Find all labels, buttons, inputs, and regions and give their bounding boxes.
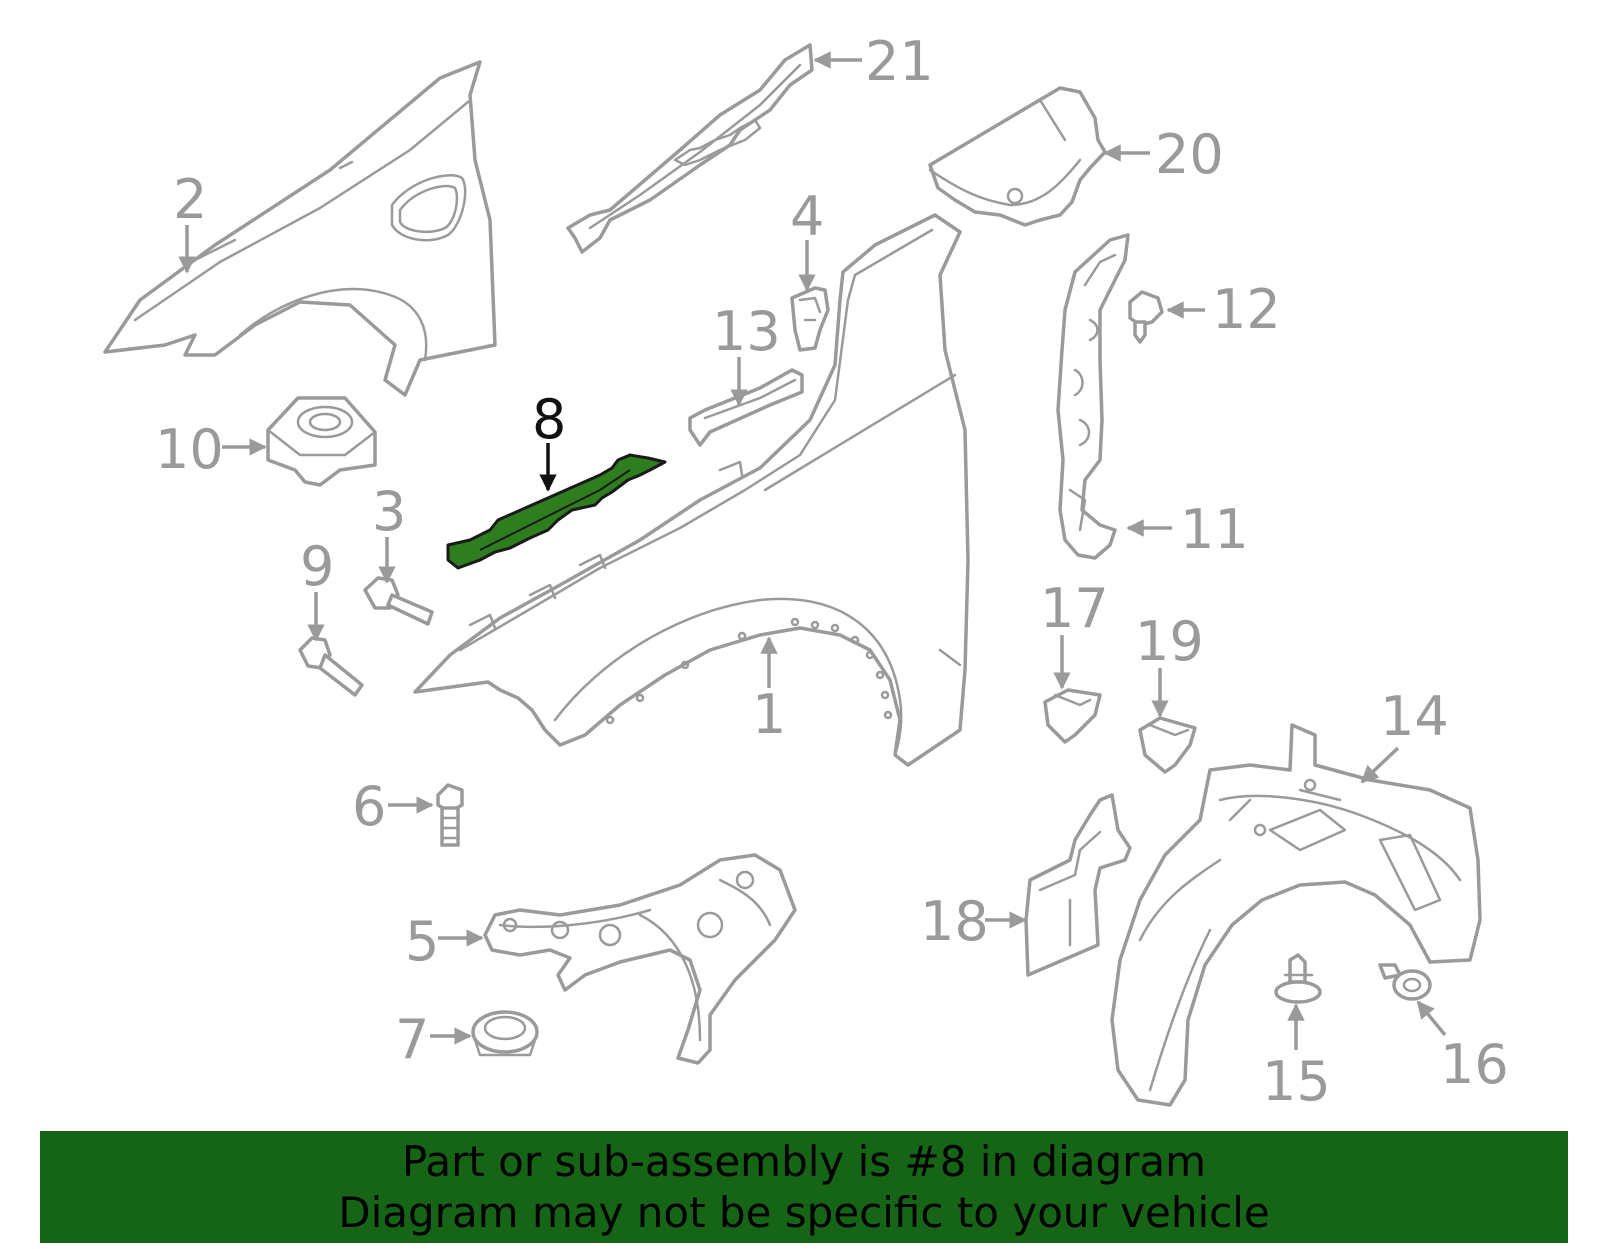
callout-14: 14 xyxy=(1380,685,1449,748)
callout-12: 12 xyxy=(1212,278,1281,341)
part-18-panel[interactable] xyxy=(1024,793,1132,977)
parts-diagram: 2 21 20 4 12 13 8 10 3 11 9 17 19 1 14 6… xyxy=(103,30,1509,1113)
part-15-pushpin[interactable] xyxy=(1274,953,1322,1004)
callout-10: 10 xyxy=(155,418,224,481)
callout-3: 3 xyxy=(372,480,406,543)
callout-16: 16 xyxy=(1440,1033,1509,1096)
callout-8: 8 xyxy=(532,388,566,451)
callout-6: 6 xyxy=(352,775,386,838)
callout-13: 13 xyxy=(712,300,781,363)
part-9-bolt[interactable] xyxy=(298,636,364,697)
callout-11: 11 xyxy=(1180,498,1249,561)
part-17-clip[interactable] xyxy=(1043,688,1102,744)
callout-18: 18 xyxy=(920,890,989,953)
callout-7: 7 xyxy=(395,1008,429,1071)
callout-19: 19 xyxy=(1135,610,1204,673)
part-6-bolt[interactable] xyxy=(436,783,464,847)
part-7-grommet[interactable] xyxy=(471,1010,539,1057)
part-3-bolt[interactable] xyxy=(363,576,434,626)
part-1-fender[interactable] xyxy=(413,213,970,767)
callout-labels: 2 21 20 4 12 13 8 10 3 11 9 17 19 1 14 6… xyxy=(155,30,1509,1113)
callout-15: 15 xyxy=(1262,1050,1331,1113)
part-10-block[interactable] xyxy=(266,396,377,487)
callout-5: 5 xyxy=(405,910,439,973)
part-16-screw[interactable] xyxy=(1378,963,1432,1001)
callout-9: 9 xyxy=(300,535,334,598)
part-11-bracket[interactable] xyxy=(1056,233,1130,560)
callout-17: 17 xyxy=(1040,577,1109,640)
leader-lines xyxy=(178,51,1447,1050)
part-13-pad[interactable] xyxy=(688,368,804,447)
part-8-reinforcement[interactable] xyxy=(446,453,667,570)
part-20-shield[interactable] xyxy=(928,86,1107,227)
part-2-fender[interactable] xyxy=(103,60,497,397)
callout-20: 20 xyxy=(1155,123,1224,186)
banner-line-2: Diagram may not be specific to your vehi… xyxy=(338,1188,1270,1237)
info-banner: Part or sub-assembly is #8 in diagram Di… xyxy=(40,1131,1568,1243)
part-21-bracket[interactable] xyxy=(566,43,814,254)
callout-4: 4 xyxy=(790,185,824,248)
part-5-bracket[interactable] xyxy=(483,853,797,1065)
callout-1: 1 xyxy=(752,683,786,746)
part-19-clip[interactable] xyxy=(1138,716,1197,774)
part-12-pushpin[interactable] xyxy=(1128,290,1164,344)
callout-2: 2 xyxy=(173,168,207,231)
part-14-liner[interactable] xyxy=(1110,723,1482,1107)
callout-21: 21 xyxy=(865,30,934,93)
banner-line-1: Part or sub-assembly is #8 in diagram xyxy=(401,1137,1207,1186)
part-4-clip[interactable] xyxy=(790,286,830,352)
